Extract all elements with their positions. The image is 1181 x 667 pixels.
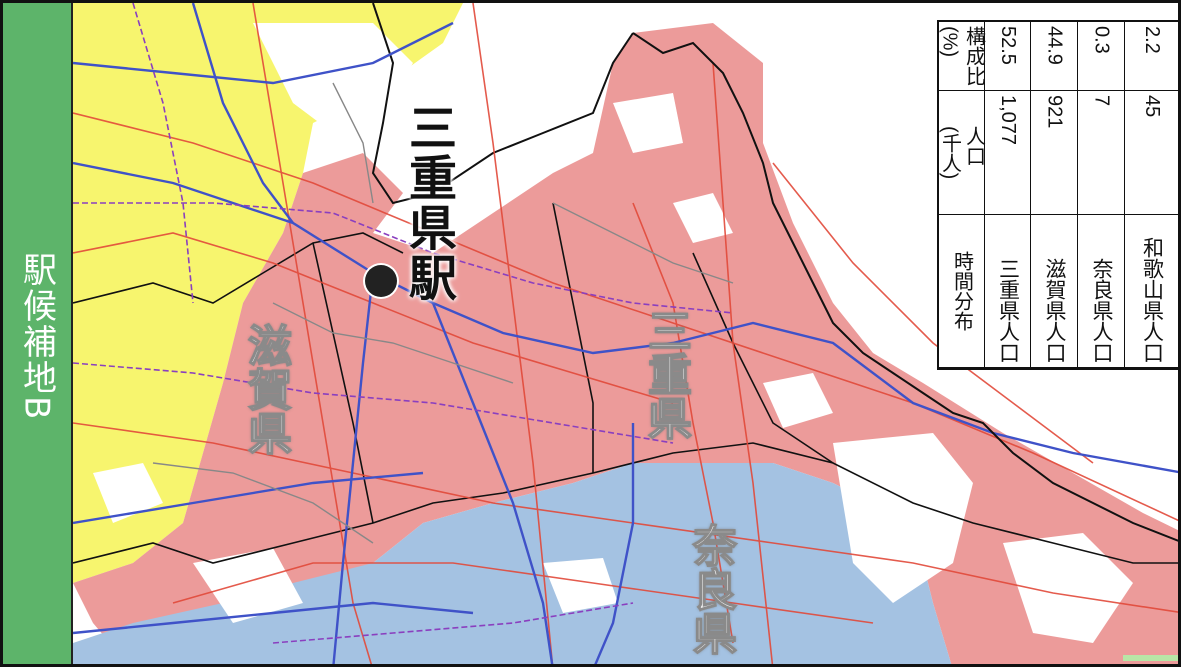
header-share: 構成比(%)	[939, 22, 985, 91]
sidebar: 駅候補地B	[3, 3, 73, 664]
sidebar-title: 駅候補地B	[16, 251, 57, 422]
category-cell: 和歌山県人口	[1125, 215, 1178, 368]
header-category: 時間分布	[939, 215, 985, 368]
share-cell: 2.2	[1125, 22, 1178, 91]
population-cell: 921	[1031, 91, 1078, 215]
population-cell: 7	[1078, 91, 1125, 215]
bay-coastline	[371, 3, 634, 205]
population-cell: 1,077	[985, 91, 1031, 215]
nara-region	[73, 463, 952, 664]
category-cell: 滋賀県人口	[1031, 215, 1078, 368]
nara-label: 奈良県	[684, 522, 737, 656]
share-cell: 0.3	[1078, 22, 1125, 91]
white-patches	[93, 23, 1133, 643]
gray-lines	[152, 82, 734, 544]
station-label: 三重県駅	[400, 103, 456, 303]
station-marker	[365, 265, 397, 297]
population-cell: 45	[1125, 91, 1178, 215]
purple-lines	[73, 3, 734, 644]
category-cell: 三重県人口	[985, 215, 1031, 368]
mie-label: 三重県	[639, 307, 692, 441]
share-cell: 52.5	[985, 22, 1031, 91]
header-population: 人口(千人)	[939, 91, 985, 215]
decorative-strip	[1123, 655, 1178, 661]
share-cell: 44.9	[1031, 22, 1078, 91]
shiga-label: 滋賀県	[239, 322, 292, 456]
east-coastline	[632, 32, 1178, 542]
rail-lines	[73, 3, 1178, 664]
shiga-region	[73, 3, 463, 583]
category-cell: 奈良県人口	[1078, 215, 1125, 368]
